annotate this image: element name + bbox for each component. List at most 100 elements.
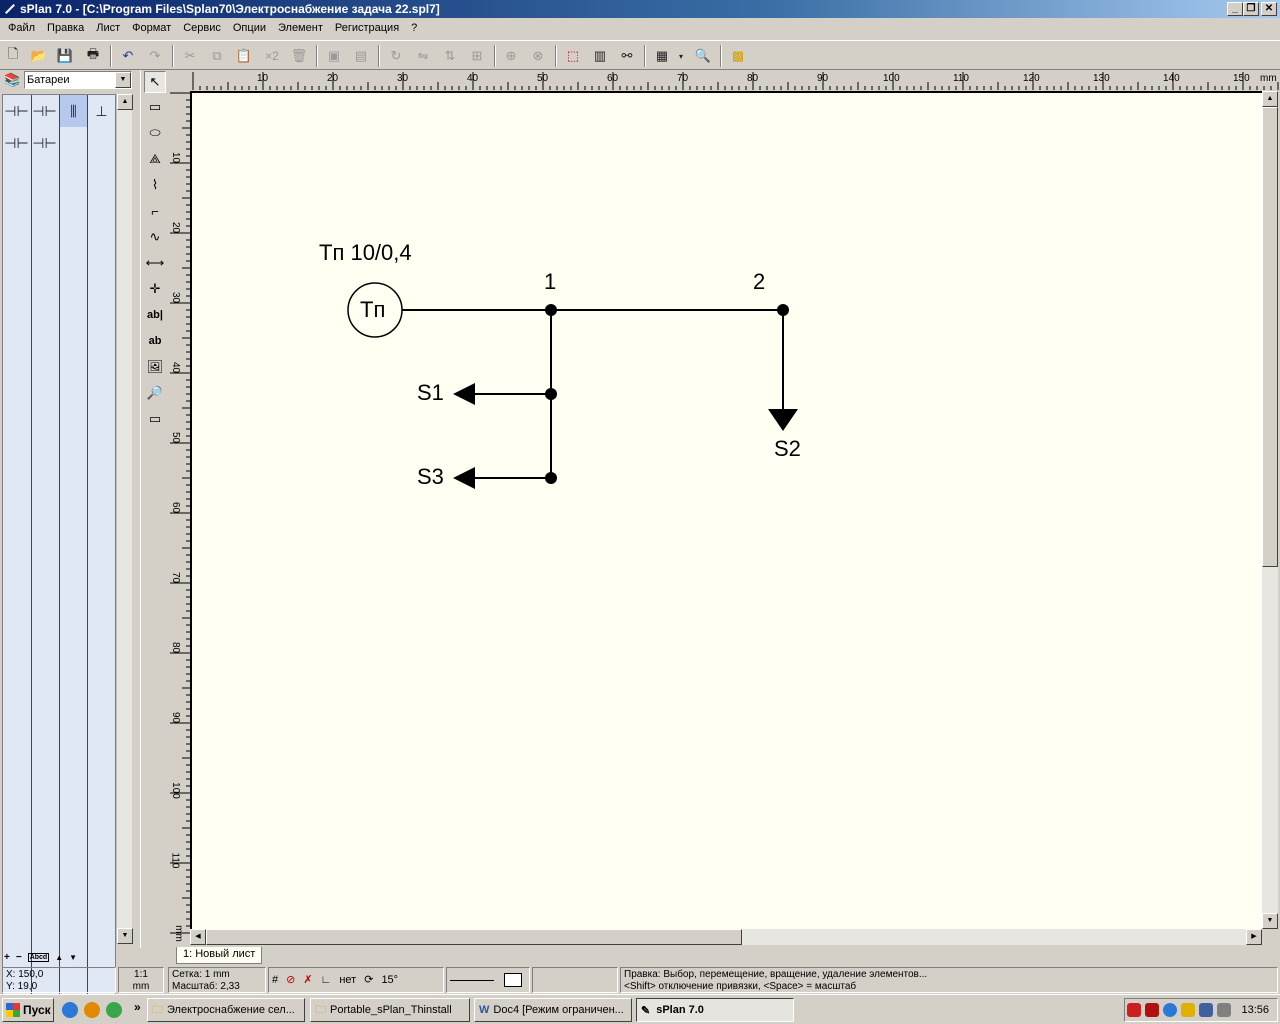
scroll-up-icon[interactable]: ▲ [1262, 91, 1278, 107]
battery-pack-icon[interactable]: ⫼ [60, 95, 87, 127]
app-quicklaunch-icon[interactable] [106, 1002, 122, 1018]
battery-cell-icon[interactable]: ⊣⊢ [4, 102, 29, 119]
battery-cell-icon[interactable]: ⊣⊢ [32, 102, 57, 119]
speaker-icon[interactable] [1217, 1003, 1232, 1017]
quicklaunch-more[interactable]: » [134, 1000, 141, 1014]
image-tool-icon[interactable]: 🖼 [146, 359, 164, 374]
browser-quicklaunch-icon[interactable] [62, 1002, 78, 1018]
scroll-down-icon[interactable]: ▼ [1262, 913, 1278, 929]
junction-dot[interactable] [545, 472, 557, 484]
network-icon[interactable] [1199, 1003, 1214, 1017]
variable-cell-icon[interactable]: ⊣⊢ [32, 134, 57, 151]
menu-file[interactable]: Файл [8, 22, 36, 34]
kaspersky-icon[interactable] [1145, 1003, 1160, 1017]
menu-options[interactable]: Опции [232, 22, 266, 34]
cut-icon[interactable]: ✂ [184, 48, 196, 63]
library-move-up-button[interactable]: ▲ [55, 952, 64, 962]
task-splan[interactable]: ✎ sPlan 7.0 [636, 998, 794, 1022]
scroll-up-icon[interactable]: ▲ [117, 94, 133, 110]
text-frame-tool-icon[interactable]: ab [148, 335, 162, 347]
menu-service[interactable]: Сервис [183, 22, 221, 34]
send-back-icon[interactable]: ▤ [354, 48, 368, 63]
layers-color-icon[interactable]: ▩ [731, 48, 745, 63]
undo-icon[interactable]: ↶ [122, 48, 134, 63]
load-arrow-s1[interactable] [453, 383, 475, 405]
scroll-thumb[interactable] [1262, 107, 1278, 567]
drawing-canvas[interactable]: Tп 10/0,4 Tп 1 2 S1 S2 S3 [190, 91, 1262, 929]
library-move-down-button[interactable]: ▼ [69, 952, 78, 962]
node-1-label[interactable]: 1 [544, 269, 557, 294]
transformer-title[interactable]: Tп 10/0,4 [319, 240, 412, 265]
menu-edit[interactable]: Правка [47, 22, 85, 34]
save-icon[interactable]: 💾 [56, 48, 74, 63]
menu-help[interactable]: ? [411, 22, 418, 34]
avast-quicklaunch-icon[interactable] [84, 1002, 100, 1018]
angle-mode[interactable]: нет [339, 974, 357, 986]
shield-icon[interactable] [1127, 1003, 1142, 1017]
parts-list-icon[interactable]: ▥ [593, 48, 607, 63]
rectangle-tool-icon[interactable]: ▭ [148, 99, 162, 114]
redo-icon[interactable]: ↷ [149, 48, 161, 63]
browser-tray-icon[interactable] [1163, 1003, 1178, 1017]
new-file-icon[interactable]: 🗋 [7, 46, 19, 61]
zoom-tool-icon[interactable]: 🔎 [146, 385, 164, 400]
load-arrow-s2[interactable] [768, 409, 798, 431]
menu-element[interactable]: Элемент [277, 22, 323, 34]
key-icon[interactable] [1181, 1003, 1196, 1017]
paste-icon[interactable]: 📋 [235, 48, 253, 63]
menu-sheet[interactable]: Лист [96, 22, 121, 34]
curve-tool-icon[interactable]: ∿ [149, 229, 161, 244]
text-tool-icon[interactable]: ab| [147, 309, 163, 321]
select-arrow-icon[interactable]: ↖ [144, 71, 166, 93]
open-folder-icon[interactable]: 📂 [30, 48, 48, 63]
scroll-left-icon[interactable]: ◀ [190, 929, 206, 945]
restore-button[interactable]: ❐ [1243, 2, 1259, 16]
mirror-horizontal-icon[interactable]: ⇋ [417, 48, 429, 63]
duplicate-button[interactable]: ×2 [265, 49, 279, 63]
junction-dot[interactable] [545, 388, 557, 400]
library-rename-button[interactable]: Abcd [27, 952, 50, 962]
bring-front-icon[interactable]: ▣ [327, 48, 341, 63]
load-s3-label[interactable]: S3 [417, 464, 444, 489]
library-remove-button[interactable]: − [15, 951, 22, 963]
snap-icon[interactable]: ⊘ [286, 974, 296, 986]
library-scrollbar[interactable]: ▲ ▼ [116, 94, 133, 944]
chevron-down-icon[interactable]: ▼ [115, 72, 131, 88]
junction-tool-icon[interactable]: ✛ [149, 281, 161, 296]
magnet-icon[interactable]: ✗ [303, 974, 313, 986]
line-style-pane[interactable] [446, 967, 530, 993]
load-s2-label[interactable]: S2 [774, 436, 801, 461]
align-icon[interactable]: ⊞ [471, 48, 483, 63]
line-style-sample[interactable] [450, 979, 494, 981]
measure-tool-icon[interactable]: ▭ [148, 411, 162, 426]
minimize-button[interactable]: _ [1227, 2, 1243, 16]
zoom-fit-icon[interactable]: 🔍 [694, 48, 712, 63]
scroll-thumb[interactable] [206, 929, 742, 945]
load-arrow-s3[interactable] [453, 467, 475, 489]
find-binoculars-icon[interactable]: ⚯ [621, 48, 633, 63]
start-button[interactable]: Пуск [2, 998, 54, 1022]
bezier-tool-icon[interactable]: ⌇ [151, 177, 159, 192]
fill-color-sample[interactable] [504, 973, 522, 987]
menu-registration[interactable]: Регистрация [334, 22, 400, 34]
sheet-tab[interactable]: 1: Новый лист [176, 947, 262, 964]
node-1-dot[interactable] [545, 304, 557, 316]
node-2-dot[interactable] [777, 304, 789, 316]
variable-cell-icon[interactable]: ⊣⊢ [4, 134, 29, 151]
task-folder-electro[interactable]: 🗀 Электроснабжение сел... [147, 998, 305, 1022]
load-s1-label[interactable]: S1 [417, 380, 444, 405]
scroll-right-icon[interactable]: ▶ [1246, 929, 1262, 945]
delete-icon[interactable]: 🗑 [290, 48, 308, 63]
grid-icon[interactable]: ▦ [655, 48, 669, 63]
ungroup-icon[interactable]: ⊗ [532, 48, 544, 63]
vertical-scrollbar[interactable]: ▲ ▼ [1262, 91, 1278, 929]
group-icon[interactable]: ⊕ [505, 48, 517, 63]
rotate-small-icon[interactable]: ⟳ [364, 974, 374, 986]
grid-dropdown-icon[interactable]: ▾ [678, 51, 683, 61]
polygon-tool-icon[interactable]: ⟁ [149, 151, 161, 166]
close-button[interactable]: ✕ [1261, 2, 1277, 16]
node-2-label[interactable]: 2 [753, 269, 766, 294]
library-select[interactable]: Батареи ▼ [24, 71, 132, 89]
scroll-down-icon[interactable]: ▼ [117, 928, 133, 944]
print-icon[interactable]: 🖶 [86, 46, 100, 61]
